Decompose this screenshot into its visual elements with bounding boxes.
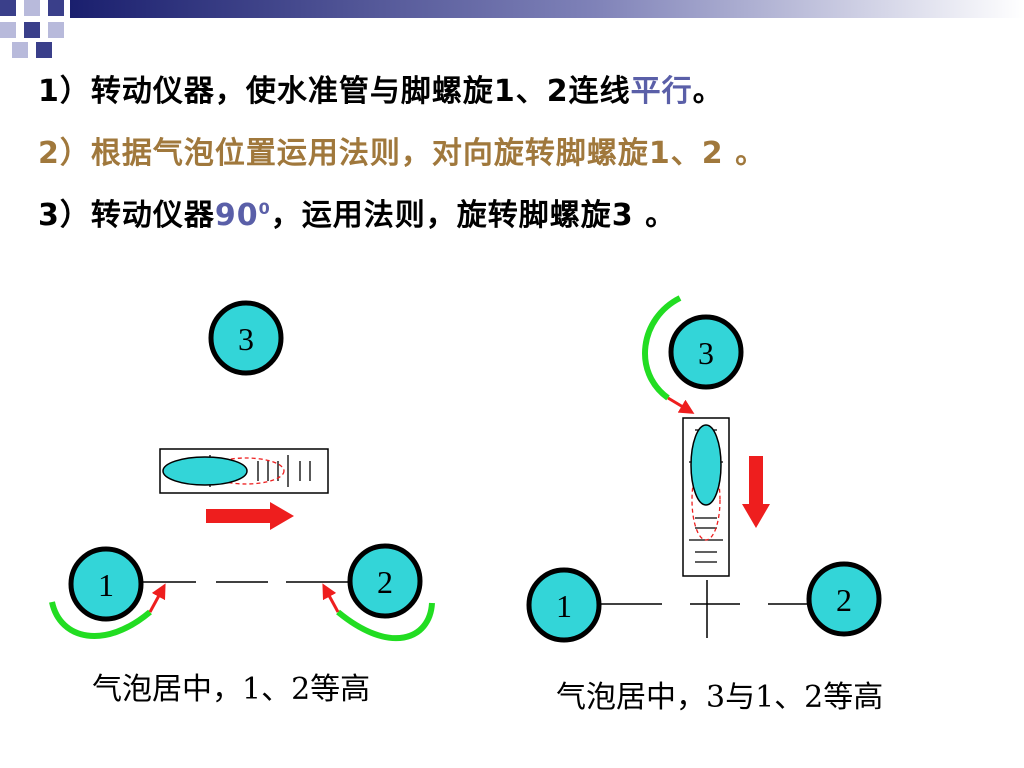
left-screw-1-label: 1 — [98, 567, 114, 603]
left-screw-3: 3 — [208, 300, 284, 376]
left-screw-2-label: 2 — [377, 564, 393, 600]
left-rotate-arc-2-icon — [336, 602, 435, 642]
instruction-3-pre: 3）转动仪器 — [38, 198, 215, 233]
right-caption: 气泡居中，3与1、2等高 — [556, 680, 884, 715]
right-level-vial — [682, 417, 730, 577]
right-bubble — [690, 424, 722, 506]
left-screw2-arrow-icon — [322, 583, 340, 613]
left-bubble — [162, 456, 248, 486]
right-rotate-arc-3-icon — [642, 295, 682, 401]
right-bubble-move-arrow — [742, 456, 770, 528]
left-screw-1: 1 — [68, 546, 144, 622]
left-caption: 气泡居中，1、2等高 — [92, 672, 371, 707]
right-screw-1-label: 1 — [556, 588, 572, 624]
right-screw3-arrow-icon — [667, 396, 695, 414]
instruction-line-3: 3）转动仪器900，运用法则，旋转脚螺旋3 。 — [38, 190, 676, 234]
left-screw1-arrow-icon — [148, 583, 166, 613]
right-screw-2-label: 2 — [836, 582, 852, 618]
instruction-1-end: 。 — [692, 74, 724, 109]
instruction-1-highlight: 平行 — [630, 74, 693, 109]
left-screw-2: 2 — [347, 543, 423, 619]
instruction-3-post: ，运用法则，旋转脚螺旋3 。 — [270, 198, 677, 233]
instruction-line-1: 1）转动仪器，使水准管与脚螺旋1、2连线平行。 — [38, 66, 724, 110]
instruction-line-2: 2）根据气泡位置运用法则，对向旋转脚螺旋1、2 。 — [38, 128, 766, 172]
header-decoration — [0, 0, 1024, 58]
right-screw-3: 3 — [668, 314, 744, 390]
right-screw-3-label: 3 — [698, 335, 714, 371]
right-baseline — [598, 580, 810, 638]
left-screw-3-label: 3 — [238, 321, 254, 357]
right-screw-1: 1 — [526, 567, 602, 643]
instruction-3-number: 90 — [214, 198, 259, 233]
instruction-1-text: 1）转动仪器，使水准管与脚螺旋1、2连线 — [38, 74, 631, 109]
instruction-2-text: 2）根据气泡位置运用法则，对向旋转脚螺旋1、2 。 — [38, 136, 767, 171]
right-screw-2: 2 — [806, 561, 882, 637]
instruction-3-degree-sup: 0 — [258, 199, 271, 218]
left-bubble-move-arrow — [206, 502, 294, 530]
left-level-vial — [159, 448, 329, 494]
left-rotate-arc-1-icon — [49, 601, 152, 639]
